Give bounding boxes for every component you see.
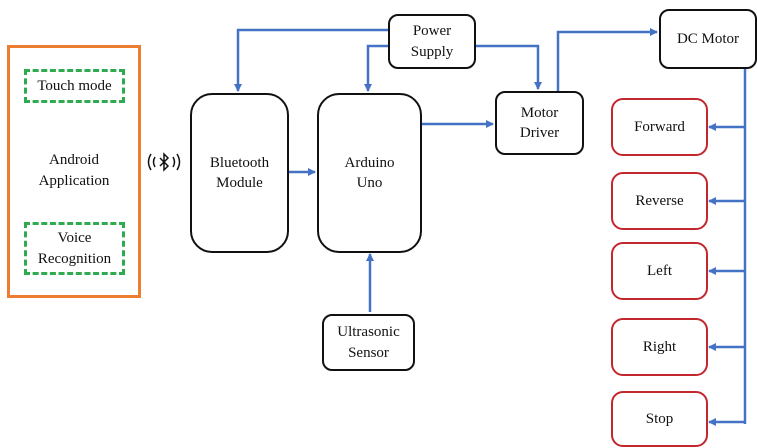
arduino-uno-label: Arduino Uno — [344, 154, 395, 191]
touch-mode-label: Touch mode — [37, 77, 112, 94]
arrow-power-to-bluetooth — [234, 28, 388, 92]
dc-motor-block: DC Motor — [659, 9, 757, 69]
motor-driver-block: Motor Driver — [495, 91, 584, 155]
power-supply-block: Power Supply — [388, 14, 476, 69]
android-application-block — [7, 45, 141, 298]
arduino-uno-block: Arduino Uno — [317, 93, 422, 253]
ultrasonic-sensor-label: Ultrasonic Sensor — [337, 324, 400, 361]
android-application-label: Android Application — [38, 152, 110, 189]
output-reverse-label: Reverse — [635, 192, 684, 209]
arrow-power-to-arduino — [364, 44, 388, 92]
output-forward-label: Forward — [634, 118, 685, 135]
bluetooth-module-block: Bluetooth Module — [190, 93, 289, 253]
output-stop-box: Stop — [611, 391, 708, 447]
output-reverse-box: Reverse — [611, 172, 708, 230]
voice-recognition-box: Voice Recognition — [24, 222, 125, 275]
bluetooth-module-label: Bluetooth Module — [209, 154, 270, 191]
output-right-box: Right — [611, 318, 708, 376]
ultrasonic-sensor-block: Ultrasonic Sensor — [322, 314, 415, 371]
output-left-label: Left — [647, 262, 672, 279]
touch-mode-box: Touch mode — [24, 69, 125, 103]
output-right-label: Right — [642, 338, 677, 355]
output-left-box: Left — [611, 242, 708, 300]
bluetooth-icon — [145, 150, 183, 178]
motor-driver-label: Motor Driver — [519, 104, 560, 141]
voice-recognition-label: Voice Recognition — [37, 230, 112, 267]
dc-motor-label: DC Motor — [676, 30, 740, 47]
power-supply-label: Power Supply — [410, 23, 454, 60]
arrow-driver-to-motor — [556, 28, 658, 95]
output-stop-label: Stop — [645, 410, 674, 427]
output-forward-box: Forward — [611, 98, 708, 156]
arrow-power-to-driver — [476, 44, 542, 90]
